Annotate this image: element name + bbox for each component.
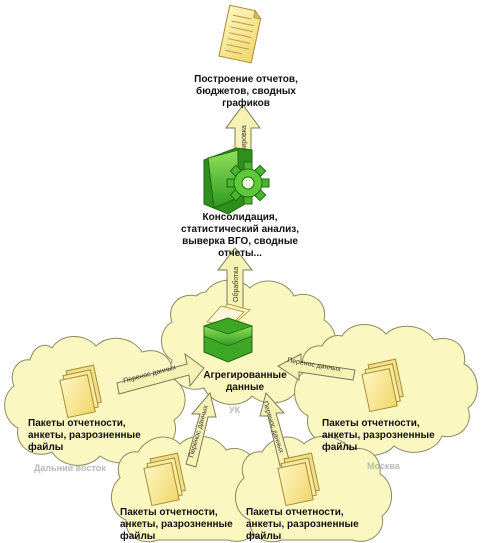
documents-stack-icon-bottom-right [277, 452, 320, 507]
package-bottom-left-label: Пакеты отчетности, анкеты, разрозненные … [120, 507, 233, 542]
region-far-east-label: Дальний восток [34, 463, 106, 473]
arrow-processing-label: Обработка [232, 267, 240, 302]
folder-icon [203, 303, 253, 363]
arrow-processing: Обработка [216, 247, 254, 309]
documents-stack-icon-far-east [59, 364, 102, 419]
documents-stack-icon-moscow [361, 358, 404, 413]
aggregated-label: Агрегированные данные [203, 370, 287, 393]
arrow-grouping-label: Группировка [241, 125, 248, 166]
package-bottom-right-label: Пакеты отчетности, анкеты, разрозненные … [246, 507, 359, 542]
region-uk-label: УК [229, 405, 241, 415]
region-moscow-label: Москва [367, 461, 400, 471]
documents-stack-icon-bottom-left [143, 452, 186, 507]
package-moscow-label: Пакеты отчетности, анкеты, разрозненные … [322, 418, 435, 453]
report-label: Построение отчетов, бюджетов, сводных гр… [194, 74, 298, 109]
gear-folder-icon [203, 147, 270, 215]
document-icon [218, 4, 262, 64]
package-far-east-label: Пакеты отчетности, анкеты, разрозненные … [28, 418, 141, 453]
consolidation-label: Консолидация, статистический анализ, выв… [181, 212, 299, 259]
